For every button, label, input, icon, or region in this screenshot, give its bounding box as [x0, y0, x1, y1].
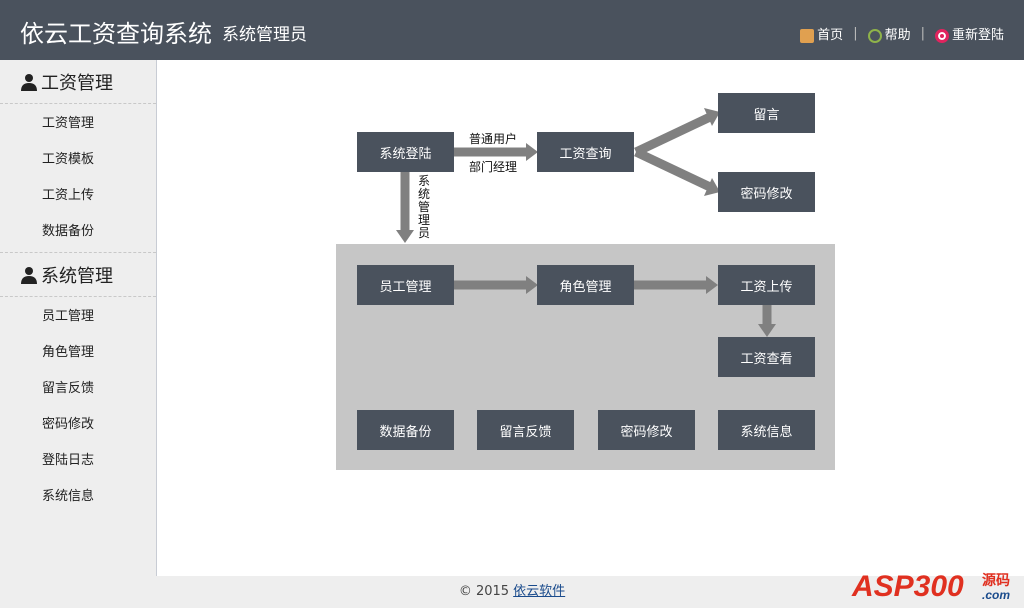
divider: | [853, 26, 858, 41]
sidebar-item[interactable]: 角色管理 [42, 345, 95, 360]
node-view: 工资查看 [718, 337, 815, 377]
node-message: 留言 [718, 93, 815, 133]
app-title: 依云工资查询系统 [20, 20, 212, 48]
label-admin: 系统管理员 [418, 174, 431, 240]
company-link[interactable]: 依云软件 [513, 584, 566, 599]
copyright: © 2015 [458, 584, 510, 599]
top-nav: 首页 | 帮助 | 重新登陆 [800, 24, 1004, 43]
node-sysinfo: 系统信息 [718, 410, 815, 450]
sidebar-item[interactable]: 密码修改 [42, 417, 95, 432]
sidebar-item[interactable]: 系统信息 [42, 489, 95, 504]
sidebar-item[interactable]: 登陆日志 [42, 453, 95, 468]
node-feedback: 留言反馈 [477, 410, 574, 450]
node-salary-query: 工资查询 [537, 132, 634, 172]
header: 依云工资查询系统 系统管理员 首页 | 帮助 | 重新登陆 [0, 0, 1024, 60]
node-employee: 员工管理 [357, 265, 454, 305]
sidebar-item[interactable]: 数据备份 [42, 224, 95, 239]
nav-help[interactable]: 帮助 [867, 24, 911, 43]
power-icon [934, 28, 949, 43]
sidebar: 工资管理 工资管理 工资模板 工资上传 数据备份 系统管理 员工管理 角色管理 … [0, 60, 157, 576]
arrow-icon [634, 147, 712, 192]
sidebar-item[interactable]: 工资管理 [42, 116, 95, 131]
nav-home[interactable]: 首页 [800, 24, 843, 43]
arrow-icon [634, 112, 712, 157]
sidebar-item[interactable]: 留言反馈 [42, 381, 95, 396]
label-normal-user: 普通用户 [469, 132, 518, 146]
node-login: 系统登陆 [357, 132, 454, 172]
label-manager: 部门经理 [469, 160, 518, 174]
node-role: 角色管理 [537, 265, 634, 305]
node-backup: 数据备份 [357, 410, 454, 450]
sidebar-group: 员工管理 角色管理 留言反馈 密码修改 登陆日志 系统信息 [0, 297, 156, 517]
home-icon [800, 28, 815, 43]
flow-arrows [396, 108, 776, 337]
sidebar-group: 工资管理 工资模板 工资上传 数据备份 [0, 104, 156, 253]
divider: | [920, 26, 925, 41]
sidebar-item[interactable]: 工资模板 [42, 152, 95, 167]
nav-relogin[interactable]: 重新登陆 [934, 24, 1004, 43]
user-role: 系统管理员 [222, 25, 307, 45]
node-password: 密码修改 [718, 172, 815, 212]
sidebar-item[interactable]: 工资上传 [42, 188, 95, 203]
footer: © 2015 依云软件 [0, 576, 1024, 608]
node-upload: 工资上传 [718, 265, 815, 305]
user-icon [21, 266, 37, 284]
help-icon [867, 28, 882, 43]
sidebar-item[interactable]: 员工管理 [42, 309, 95, 324]
sidebar-section-salary[interactable]: 工资管理 [0, 60, 156, 104]
watermark-logo: ASP300 源码 .com [852, 570, 1011, 603]
node-password-2: 密码修改 [598, 410, 695, 450]
sidebar-section-system[interactable]: 系统管理 [0, 253, 156, 297]
user-icon [21, 73, 37, 91]
